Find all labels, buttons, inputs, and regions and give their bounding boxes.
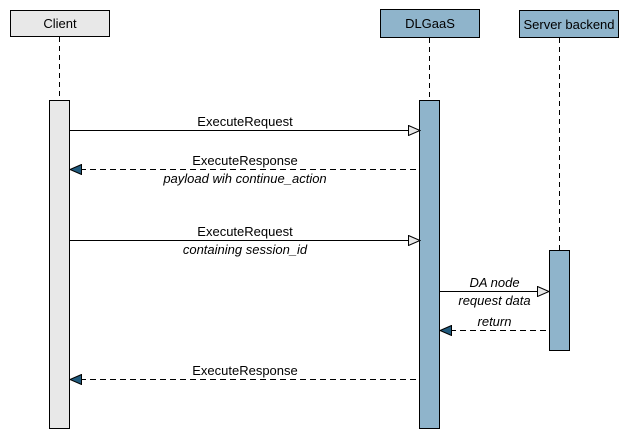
participant-dlgaas-label: DLGaaS — [405, 16, 455, 31]
message-execute-request-1: ExecuteRequest — [70, 115, 421, 136]
message-line — [70, 130, 420, 131]
lifeline-client — [59, 37, 60, 100]
arrowhead-open-icon — [537, 286, 550, 297]
activation-dlgaas — [419, 100, 440, 429]
participant-dlgaas: DLGaaS — [380, 9, 480, 38]
message-execute-request-2: ExecuteRequest containing session_id — [70, 225, 421, 257]
message-da-node-request: DA node request data — [440, 276, 550, 308]
message-line — [440, 330, 549, 331]
message-return: return — [439, 315, 549, 336]
message-note: containing session_id — [182, 242, 308, 257]
message-note: payload wih continue_action — [163, 171, 327, 186]
arrowhead-filled-icon — [69, 164, 82, 175]
message-label: ExecuteRequest — [197, 114, 293, 129]
lifeline-dlgaas — [429, 38, 430, 100]
message-line — [440, 291, 549, 292]
arrowhead-filled-icon — [439, 325, 452, 336]
message-execute-response-1: ExecuteResponse payload wih continue_act… — [69, 154, 420, 186]
message-label: ExecuteResponse — [192, 363, 298, 378]
arrowhead-filled-icon — [69, 374, 82, 385]
participant-client: Client — [10, 10, 110, 37]
activation-client — [49, 100, 70, 429]
participant-client-label: Client — [43, 16, 77, 31]
arrowhead-open-icon — [408, 235, 421, 246]
message-label: return — [477, 314, 512, 329]
message-label: ExecuteResponse — [192, 153, 298, 168]
message-label: ExecuteRequest — [197, 224, 293, 239]
message-note: request data — [458, 293, 531, 308]
lifeline-server-backend — [559, 38, 560, 250]
message-line — [70, 169, 420, 170]
arrowhead-open-icon — [408, 125, 421, 136]
message-execute-response-2: ExecuteResponse — [69, 364, 420, 385]
message-line — [70, 240, 420, 241]
participant-server-backend-label: Server backend — [523, 16, 615, 32]
message-line — [70, 379, 420, 380]
participant-server-backend: Server backend — [519, 10, 619, 38]
message-label: DA node — [469, 275, 520, 290]
activation-server-backend — [549, 250, 570, 351]
